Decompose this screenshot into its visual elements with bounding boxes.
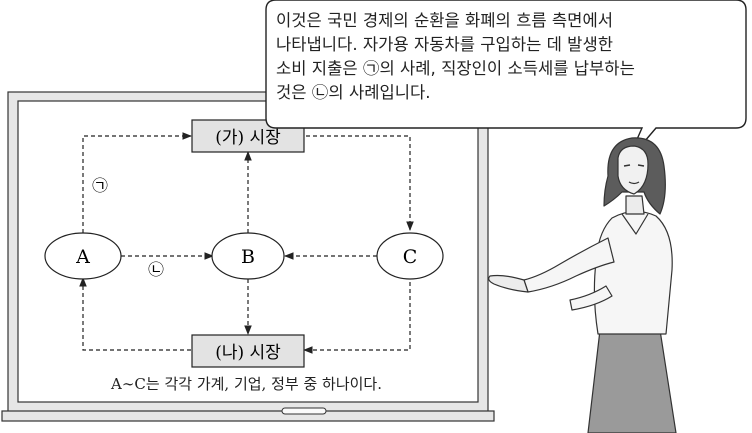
arrow-a-to-market-ga <box>82 132 192 233</box>
flow-label-nieun: ㉡ <box>148 260 164 279</box>
node-a-label: A <box>75 246 90 268</box>
market-ga-label: (가) 시장 <box>215 128 281 148</box>
flow-arrows <box>79 132 414 354</box>
arrow-market-na-to-a <box>79 277 191 351</box>
teacher-illustration <box>488 137 677 433</box>
speech-line-1: 이것은 국민 경제의 순환을 화폐의 흐름 측면에서 <box>276 11 613 30</box>
node-b <box>211 232 285 280</box>
diagram-caption: A∼C는 각각 가계, 기업, 정부 중 하나이다. <box>111 375 382 393</box>
speech-line-3: 소비 지출은 ㉠의 사례, 직장인이 소득세를 납부하는 <box>276 59 635 78</box>
speech-line-4: 것은 ㉡의 사례입니다. <box>276 83 431 102</box>
node-c-label: C <box>403 246 418 268</box>
flow-label-giyeok: ㉠ <box>92 176 108 195</box>
node-c <box>376 232 444 280</box>
market-na-label: (나) 시장 <box>215 343 281 363</box>
node-b-label: B <box>241 246 255 268</box>
speech-bubble-text: 이것은 국민 경제의 순환을 화폐의 흐름 측면에서 나타냅니다. 자가용 자동… <box>276 9 752 105</box>
market-na-box <box>191 334 305 368</box>
speech-line-2: 나타냅니다. 자가용 자동차를 구입하는 데 발생한 <box>276 35 613 54</box>
node-a <box>44 232 122 280</box>
arrow-c-to-market-na <box>303 282 411 354</box>
